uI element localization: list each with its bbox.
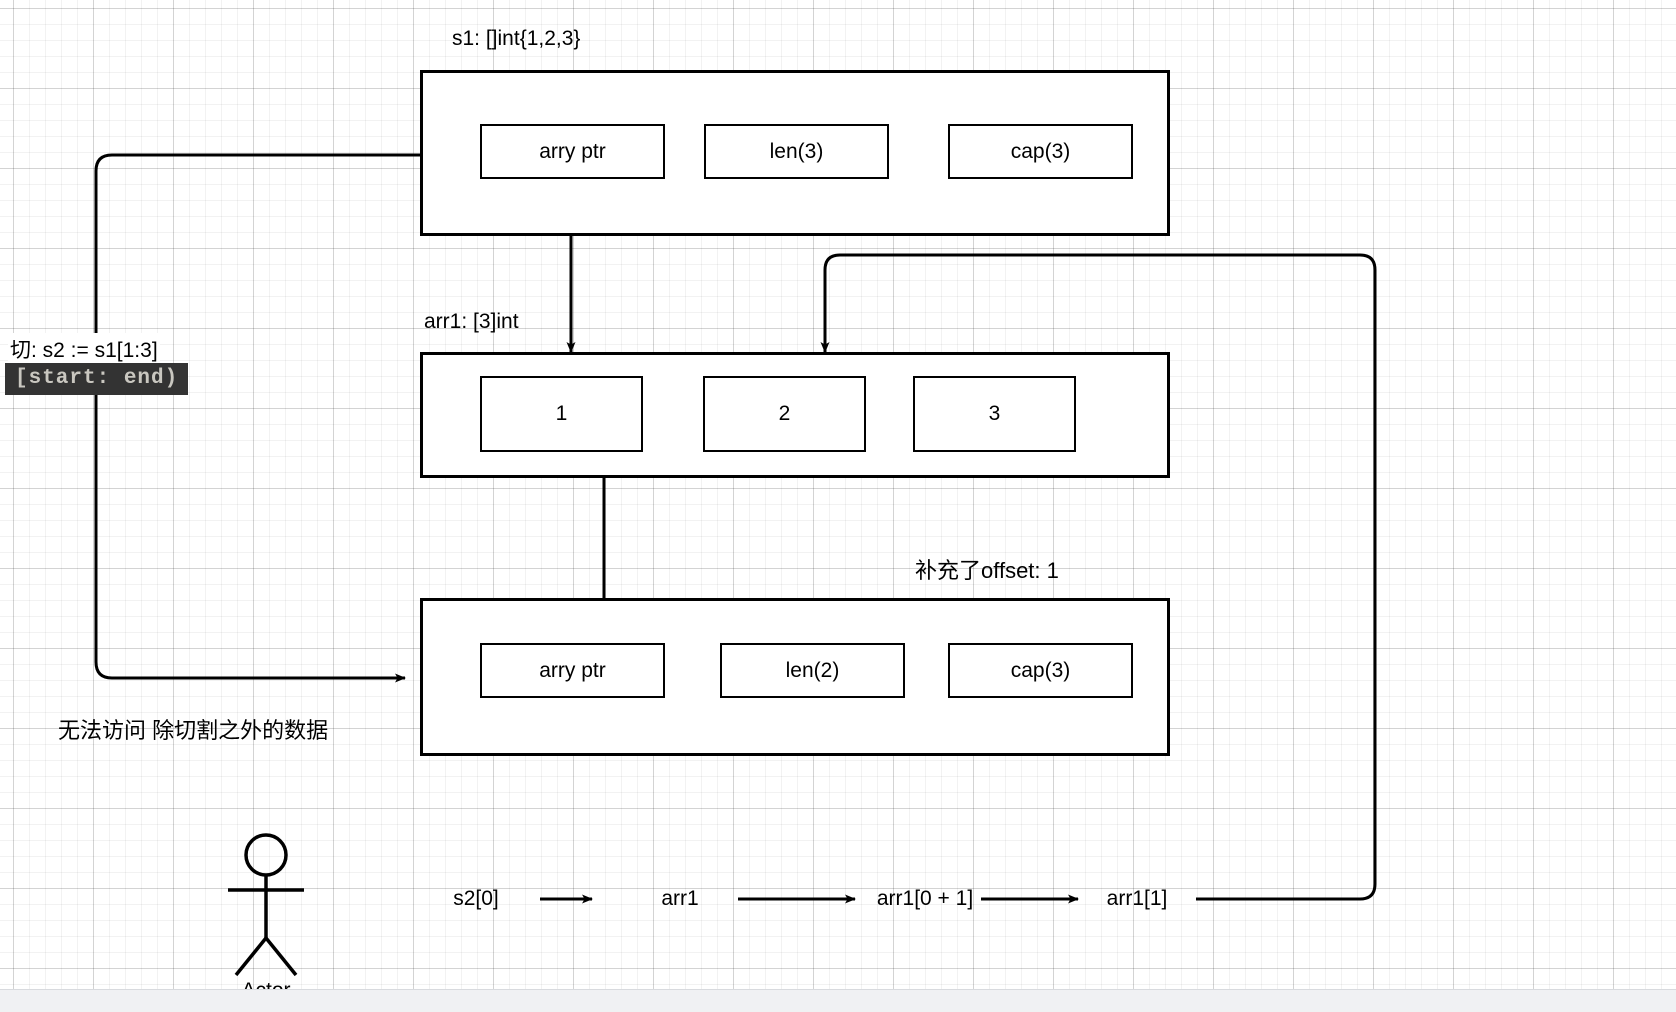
chain-node-arr1: arr1 bbox=[661, 887, 699, 910]
actor-figure bbox=[228, 833, 304, 977]
arr1-title: arr1: [3]int bbox=[424, 310, 519, 333]
s2-cell-arry-ptr[interactable]: arry ptr bbox=[480, 643, 665, 698]
s1-title: s1: []int{1,2,3} bbox=[452, 27, 581, 50]
slice-note: 切: s2 := s1[1:3] bbox=[8, 333, 160, 365]
edge-s1-to-s2 bbox=[94, 153, 420, 683]
s1-cell-cap[interactable]: cap(3) bbox=[948, 124, 1133, 179]
arr1-cell-2[interactable]: 3 bbox=[913, 376, 1076, 452]
slice-range-code-chip: [start: end) bbox=[5, 363, 189, 395]
arr1-cell-1[interactable]: 2 bbox=[703, 376, 866, 452]
bottom-strip bbox=[0, 989, 1676, 1012]
access-restriction-note: 无法访问 除切割之外的数据 bbox=[58, 718, 329, 743]
s2-cell-len[interactable]: len(2) bbox=[720, 643, 905, 698]
offset-note: 补充了offset: 1 bbox=[915, 558, 1059, 583]
s2-cell-cap[interactable]: cap(3) bbox=[948, 643, 1133, 698]
chain-node-arr1-1: arr1[1] bbox=[1106, 887, 1168, 910]
chain-node-arr1-0-plus-1: arr1[0 + 1] bbox=[876, 887, 974, 910]
s1-cell-arry-ptr[interactable]: arry ptr bbox=[480, 124, 665, 179]
chain-node-s2-0: s2[0] bbox=[453, 887, 499, 910]
arr1-cell-0[interactable]: 1 bbox=[480, 376, 643, 452]
s1-cell-len[interactable]: len(3) bbox=[704, 124, 889, 179]
